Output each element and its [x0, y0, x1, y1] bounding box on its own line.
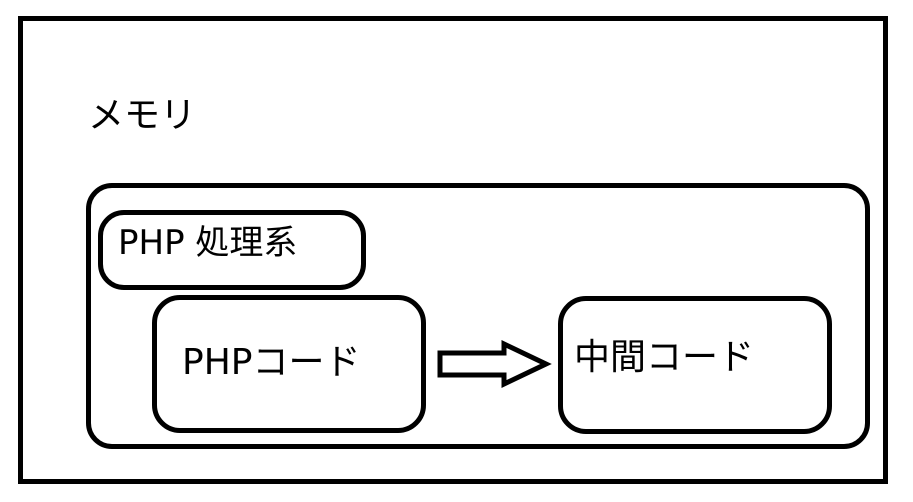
memory-label: メモリ	[88, 95, 197, 136]
intermediate-code-box	[558, 296, 832, 434]
php-engine-label: PHP 処理系	[118, 223, 298, 263]
right-arrow-icon	[437, 340, 552, 388]
memory-frame	[18, 16, 888, 484]
intermediate-code-label: 中間コード	[574, 337, 755, 378]
php-code-box	[152, 295, 426, 433]
php-code-label: PHPコード	[182, 342, 361, 383]
php-engine-box	[86, 183, 870, 449]
php-engine-label-oval	[98, 210, 366, 290]
